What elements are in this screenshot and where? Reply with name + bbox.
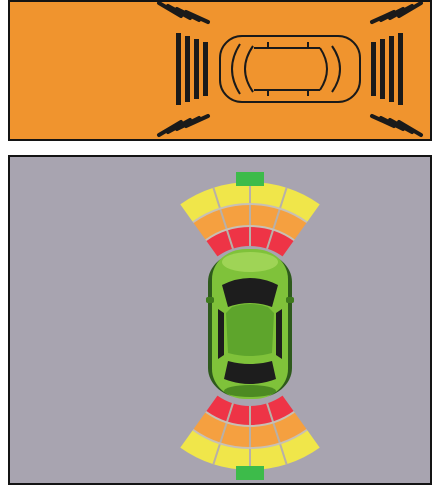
- right-sensor-bar: [380, 39, 385, 99]
- lcd-parking-display: [8, 0, 432, 141]
- center-zone-indicator: [236, 172, 264, 186]
- lcd-display-graphic: [10, 2, 430, 139]
- right-sensor-bar: [398, 33, 403, 105]
- left-sensor-bar: [194, 39, 199, 99]
- center-zone-indicator: [236, 466, 264, 480]
- left-sensor-bar: [176, 33, 181, 105]
- green-car-top-view-icon: [206, 249, 294, 399]
- right-sensor-bar: [389, 36, 394, 102]
- radar-display-graphic: [10, 157, 430, 483]
- radar-parking-display: [8, 155, 432, 485]
- left-sensor-bar: [185, 36, 190, 102]
- left-sensor-bar: [203, 42, 208, 96]
- right-sensor-bar: [371, 42, 376, 96]
